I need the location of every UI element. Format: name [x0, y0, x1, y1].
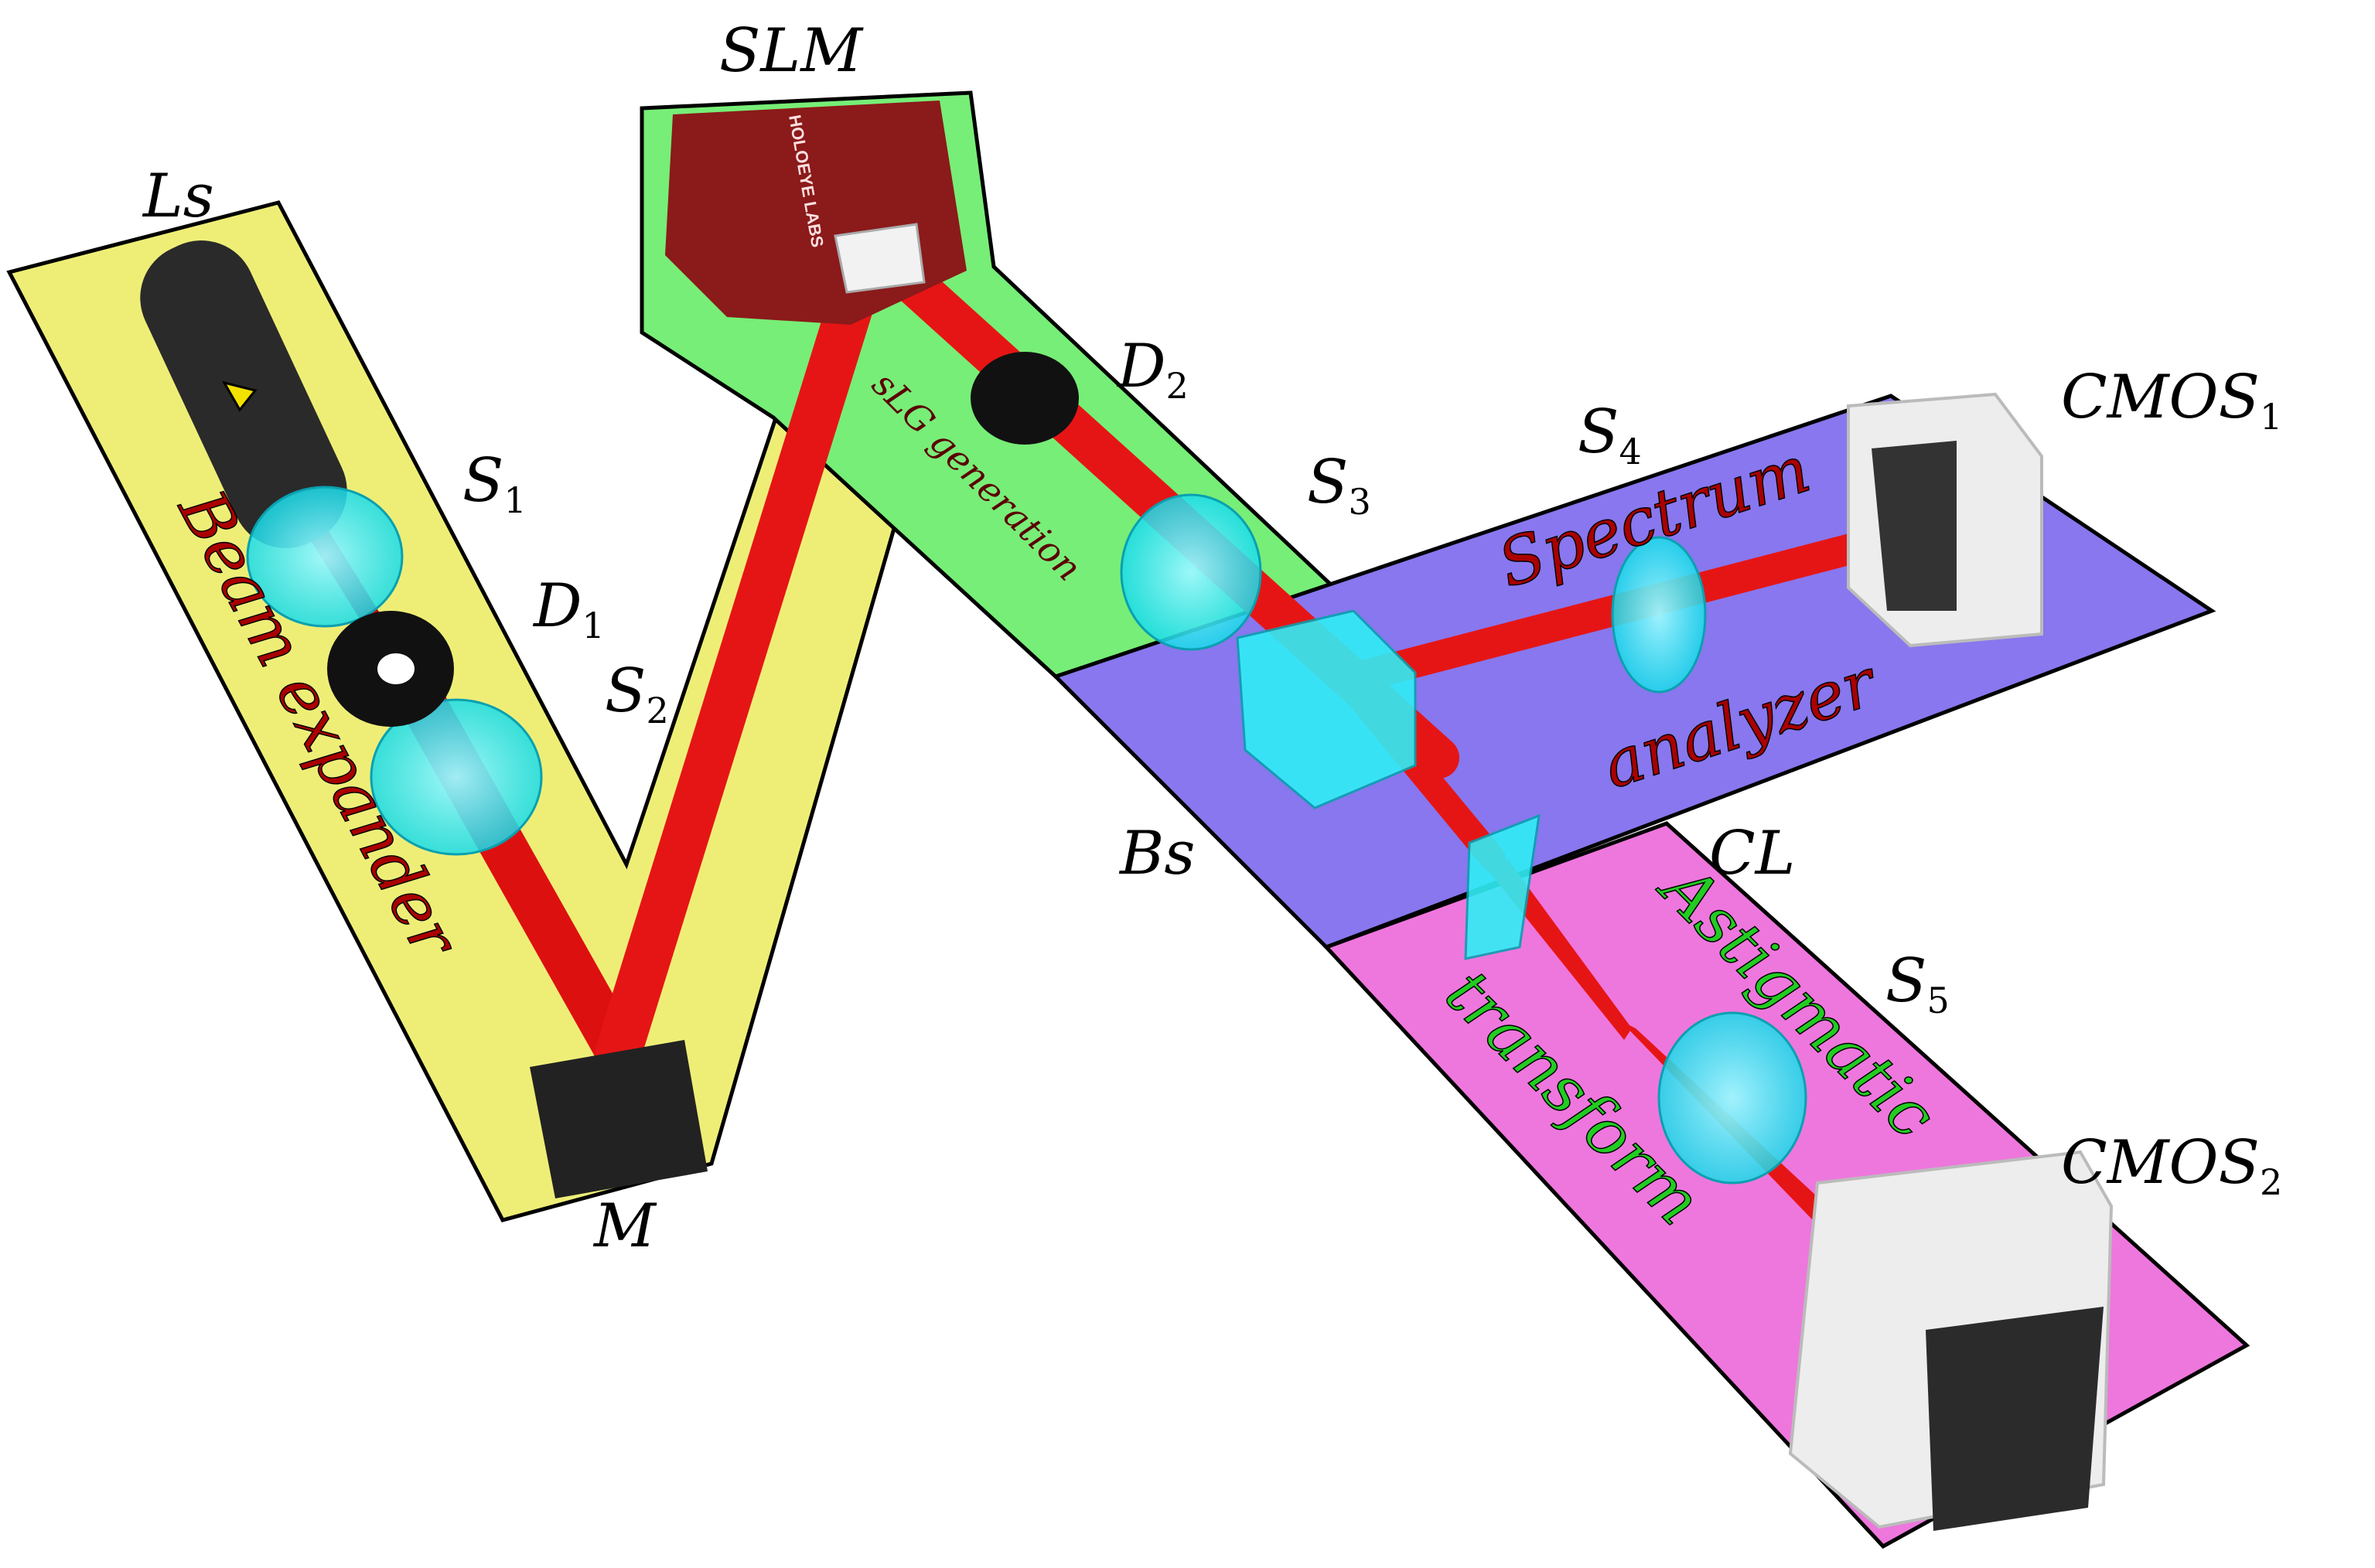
mirror-m: [530, 1040, 708, 1198]
label-ls: Ls: [142, 162, 214, 231]
diaphragm-d2: [971, 352, 1079, 445]
label-d1: D1: [532, 571, 605, 646]
lens-s1: [246, 486, 404, 628]
label-cmos1: CMOS1: [2061, 363, 2282, 438]
label-s3: S3: [1307, 448, 1371, 523]
camera-cmos2: [1788, 1150, 2114, 1531]
label-slm: SLM: [719, 16, 864, 86]
laser-source: [140, 240, 347, 548]
label-s1: S1: [462, 446, 527, 521]
label-bs: Bs: [1118, 819, 1195, 888]
lens-s5: [1657, 1011, 1807, 1185]
cylindrical-lens-cl: [1464, 813, 1541, 960]
slm-device: HOLOEYE LABS: [665, 101, 967, 325]
lens-s2: [370, 698, 543, 856]
label-s2: S2: [605, 656, 669, 731]
camera-cmos1: [1847, 392, 2043, 648]
diaphragm-d1: [327, 611, 454, 727]
label-cmos2: CMOS2: [2061, 1128, 2282, 1203]
label-d2: D2: [1116, 332, 1189, 407]
label-s5: S5: [1885, 946, 1950, 1021]
beam-splitter: [1236, 609, 1417, 810]
label-s4: S4: [1578, 397, 1642, 472]
lens-s4: [1611, 536, 1707, 694]
lens-s3: [1120, 493, 1262, 651]
label-cl: CL: [1709, 819, 1795, 888]
label-m: M: [592, 1191, 657, 1261]
